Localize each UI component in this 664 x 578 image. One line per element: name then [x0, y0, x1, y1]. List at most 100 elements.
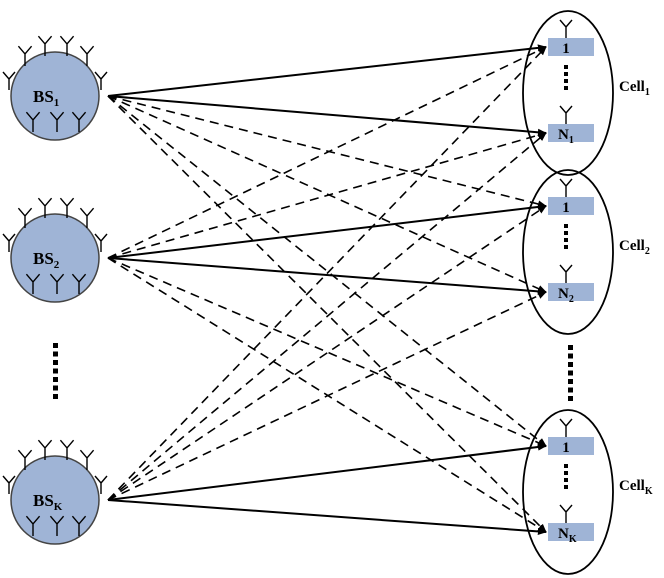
- direct-link-bs1-cell1-first: [107, 203, 547, 259]
- antenna-icon: [559, 19, 573, 38]
- base-station-ellipsis-dot: [53, 360, 58, 365]
- base-station-index: 2: [54, 259, 60, 271]
- antenna-icon: [25, 515, 41, 536]
- user-terminal-last: [548, 283, 594, 301]
- user-terminal-last: [548, 523, 594, 541]
- base-station: BSK: [2, 439, 108, 545]
- antenna-icon: [79, 449, 95, 470]
- interference-link-bs0-cell2-first: [107, 95, 547, 447]
- base-station: BS2: [2, 197, 108, 303]
- antenna-icon: [71, 111, 87, 132]
- user-ellipsis-dot: [564, 224, 568, 228]
- base-station-name: BS: [33, 491, 54, 510]
- interference-link-bs2-cell1-last: [107, 291, 547, 501]
- user-ellipsis-dot: [564, 86, 568, 90]
- interference-link-bs0-cell1-first: [107, 95, 547, 208]
- user-terminal-first-label: 1: [562, 200, 570, 216]
- user-ellipsis-dot: [564, 79, 568, 83]
- base-station-name: BS: [33, 87, 54, 106]
- antenna-icon: [49, 273, 65, 294]
- user-terminal-first: [548, 38, 594, 56]
- base-station-ellipsis-dot: [53, 351, 58, 357]
- interference-link-bs1-cell0-last: [107, 131, 547, 259]
- base-station-label: BSK: [33, 491, 63, 513]
- cell-ellipsis-dot: [568, 345, 573, 350]
- cell-index: 1: [645, 87, 650, 98]
- user-ellipsis-dot: [564, 72, 568, 76]
- user-ellipsis-dot: [564, 464, 568, 468]
- user-terminal-last-label: N2: [558, 286, 574, 305]
- cell-boundary: [522, 169, 614, 335]
- direct-link-bs1-cell1-last: [107, 257, 547, 295]
- ellipsis-layer: [53, 343, 573, 401]
- user-terminal-first-label: 1: [562, 440, 570, 456]
- antenna-icon: [37, 197, 53, 218]
- base-station-index: K: [54, 501, 63, 513]
- cell-ellipsis-dot: [568, 396, 573, 401]
- cell-boundary: [522, 10, 614, 176]
- antenna-icon: [559, 418, 573, 437]
- antenna-icon: [2, 475, 16, 494]
- base-station-ellipsis-dot: [53, 377, 58, 382]
- antenna-icon: [17, 449, 33, 470]
- base-station-ellipsis-dot: [53, 385, 58, 391]
- user-ellipsis-dot: [564, 245, 568, 249]
- base-station: BS1: [2, 35, 108, 141]
- antenna-icon: [37, 439, 53, 460]
- interference-link-bs2-cell0-last: [107, 132, 547, 501]
- cell-index: K: [645, 486, 653, 497]
- base-station-label: BS2: [33, 249, 60, 271]
- antenna-icon: [59, 35, 75, 56]
- cell-group: 1NK CellK: [522, 409, 653, 575]
- antenna-icon: [17, 207, 33, 228]
- cell-index: 2: [645, 246, 650, 257]
- interference-link-bs2-cell0-first: [107, 46, 547, 501]
- user-terminal-last-index: 2: [569, 294, 574, 305]
- interference-link-bs0-cell2-last: [107, 95, 547, 533]
- antenna-icon: [94, 71, 108, 90]
- antenna-icon: [25, 111, 41, 132]
- base-station-label: BS1: [33, 87, 59, 109]
- user-ellipsis-dot: [564, 238, 568, 242]
- base-station-ellipsis-dot: [53, 368, 58, 374]
- user-terminal-last-label: N1: [558, 127, 574, 146]
- user-ellipsis-dot: [564, 231, 568, 235]
- antenna-icon: [79, 45, 95, 66]
- antenna-icon: [559, 504, 573, 523]
- interference-link-bs1-cell0-first: [107, 46, 547, 259]
- antenna-icon: [94, 475, 108, 494]
- cell-label: Cell2: [619, 238, 650, 257]
- antenna-icon: [2, 71, 16, 90]
- direct-link-bs0-cell0-last: [107, 95, 547, 136]
- antenna-icon: [49, 111, 65, 132]
- user-terminal-last-index: K: [569, 534, 577, 545]
- base-station-ellipsis-dot: [53, 343, 58, 348]
- user-ellipsis-dot: [564, 65, 568, 69]
- cell-boundary: [522, 409, 614, 575]
- base-station-index: 1: [54, 97, 60, 109]
- cell-ellipsis-dot: [568, 370, 573, 376]
- base-station-disc: [10, 213, 100, 303]
- base-station-name: BS: [33, 249, 54, 268]
- cell-ellipsis-dot: [568, 379, 573, 384]
- user-terminal-first: [548, 437, 594, 455]
- interference-link-bs1-cell2-last: [107, 257, 547, 533]
- antenna-icon: [559, 178, 573, 197]
- antenna-icon: [17, 45, 33, 66]
- antenna-icon: [559, 105, 573, 124]
- interference-link-bs2-cell1-first: [107, 205, 547, 501]
- user-terminal-first-label: 1: [562, 41, 570, 57]
- cell-label: CellK: [619, 478, 653, 497]
- antenna-icon: [71, 273, 87, 294]
- antenna-icon: [559, 264, 573, 283]
- antenna-icon: [37, 35, 53, 56]
- user-terminal-last-label: NK: [558, 526, 577, 545]
- antenna-icon: [49, 515, 65, 536]
- antenna-icon: [79, 207, 95, 228]
- user-ellipsis-dot: [564, 478, 568, 482]
- user-terminal-first: [548, 197, 594, 215]
